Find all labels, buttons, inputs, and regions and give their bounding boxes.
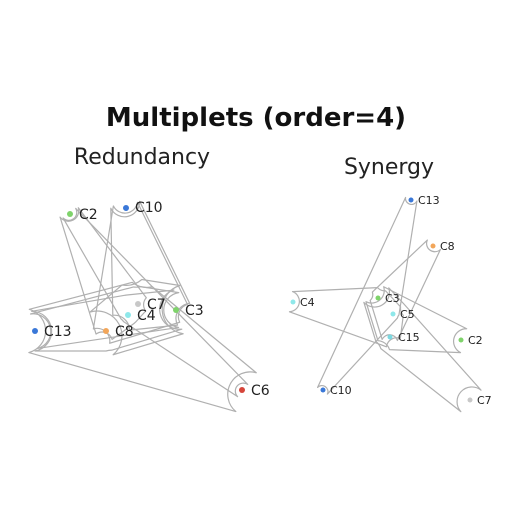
multiplet-hull xyxy=(89,278,184,356)
node: C8 xyxy=(103,324,134,340)
node-label: C10 xyxy=(330,384,352,397)
node: C2 xyxy=(458,334,483,347)
node-dot xyxy=(430,243,436,249)
multiplet-hull xyxy=(62,207,249,398)
redundancy-multiplets xyxy=(28,200,257,413)
multiplet-hull xyxy=(369,239,442,342)
node-dot xyxy=(320,387,326,393)
node-label: C2 xyxy=(468,334,483,347)
multiplet-hull xyxy=(316,196,418,395)
synergy-subtitle: Synergy xyxy=(344,155,434,180)
multiplet-hull xyxy=(28,281,257,413)
node: C2 xyxy=(67,207,98,223)
node: C7 xyxy=(467,394,492,407)
node-label: C13 xyxy=(44,324,72,340)
node-label: C6 xyxy=(251,383,270,399)
node: C15 xyxy=(387,331,420,344)
node-dot xyxy=(103,328,109,334)
node-label: C3 xyxy=(185,303,204,319)
figure-title: Multiplets (order=4) xyxy=(106,103,406,133)
node-dot xyxy=(32,328,38,334)
node-dot xyxy=(123,205,129,211)
multiplet-hull xyxy=(29,286,180,350)
node-dot xyxy=(125,312,131,318)
node: C7 xyxy=(135,297,166,313)
node: C3 xyxy=(375,292,400,305)
node-label: C10 xyxy=(135,200,163,216)
node-dot xyxy=(390,311,396,317)
node-dot xyxy=(173,307,179,313)
node: C13 xyxy=(408,194,440,207)
node-label: C15 xyxy=(398,331,420,344)
node: C6 xyxy=(239,383,270,399)
node-label: C8 xyxy=(115,324,134,340)
node-dot xyxy=(239,387,245,393)
node: C13 xyxy=(32,324,72,340)
node: C10 xyxy=(123,200,163,216)
node-label: C7 xyxy=(477,394,492,407)
node-dot xyxy=(387,334,393,340)
node: C4 xyxy=(125,308,156,324)
node-dot xyxy=(458,337,464,343)
multiplet-hull xyxy=(59,207,147,341)
node-dot xyxy=(135,301,141,307)
multiplet-hull xyxy=(363,287,482,413)
node-dot xyxy=(375,295,381,301)
node: C8 xyxy=(430,240,455,253)
node-dot xyxy=(290,299,296,305)
node-dot xyxy=(408,197,414,203)
node-dot xyxy=(467,397,473,403)
node-label: C13 xyxy=(418,194,440,207)
node: C3 xyxy=(173,303,204,319)
node-label: C8 xyxy=(440,240,455,253)
node-label: C4 xyxy=(300,296,315,309)
node-label: C2 xyxy=(79,207,98,223)
synergy-multiplets xyxy=(288,196,482,413)
node: C4 xyxy=(290,296,315,309)
node-label: C5 xyxy=(400,308,415,321)
node-label: C7 xyxy=(147,297,166,313)
node-label: C3 xyxy=(385,292,400,305)
multiplet-hull xyxy=(365,286,468,354)
node-dot xyxy=(67,211,73,217)
redundancy-subtitle: Redundancy xyxy=(74,145,210,170)
node: C10 xyxy=(320,384,352,397)
node: C5 xyxy=(390,308,415,321)
multiplet-hull xyxy=(288,287,404,348)
multiplet-hull xyxy=(31,289,183,352)
node-label: C4 xyxy=(137,308,156,324)
